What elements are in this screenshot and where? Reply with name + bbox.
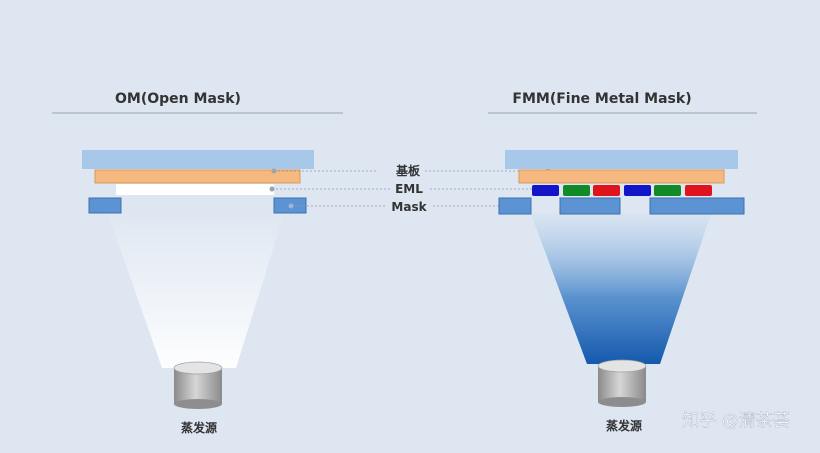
watermark: 知乎 @清茶荟: [682, 411, 789, 431]
fmm-mask-right: [649, 197, 745, 215]
fmm-source-base: [598, 397, 646, 407]
fmm-source-label: 蒸发源: [606, 418, 642, 433]
om-evaporation-beam: [108, 214, 284, 368]
substrate-dot-om: [271, 168, 277, 174]
fmm-mask-left: [498, 197, 532, 215]
mask-label: Mask: [391, 200, 427, 214]
fmm-panel: FMM(Fine Metal Mask) 蒸发源: [488, 91, 757, 433]
om-title: OM(Open Mask): [115, 91, 241, 107]
substrate-label: 基板: [395, 163, 421, 178]
fmm-evaporation-beam: [531, 214, 711, 364]
pixel-red: [685, 185, 712, 196]
om-source-top: [173, 361, 223, 375]
eml-dot-om: [269, 186, 275, 192]
fmm-title: FMM(Fine Metal Mask): [512, 91, 691, 107]
om-eml-layer: [116, 184, 274, 195]
om-substrate: [82, 150, 314, 169]
fmm-source-top: [597, 359, 647, 373]
fmm-substrate: [505, 150, 738, 169]
pixel-green: [654, 185, 681, 196]
mask-dot-om: [288, 203, 294, 209]
pixel-red: [593, 185, 620, 196]
om-source-base: [174, 399, 222, 409]
pixel-blue: [624, 185, 651, 196]
pixel-green: [563, 185, 590, 196]
om-panel: OM(Open Mask) 蒸发源: [52, 91, 343, 435]
om-source-label: 蒸发源: [181, 420, 217, 435]
eml-label: EML: [395, 182, 423, 196]
pixel-blue: [532, 185, 559, 196]
fmm-mask-middle: [559, 197, 621, 215]
fmm-eml-pixels: [532, 185, 712, 196]
om-mask-left: [88, 197, 122, 214]
om-anode-layer: [94, 169, 301, 184]
om-evaporation-source: [173, 361, 223, 409]
fmm-evaporation-source: [597, 359, 647, 407]
fmm-anode-layer: [518, 169, 725, 184]
